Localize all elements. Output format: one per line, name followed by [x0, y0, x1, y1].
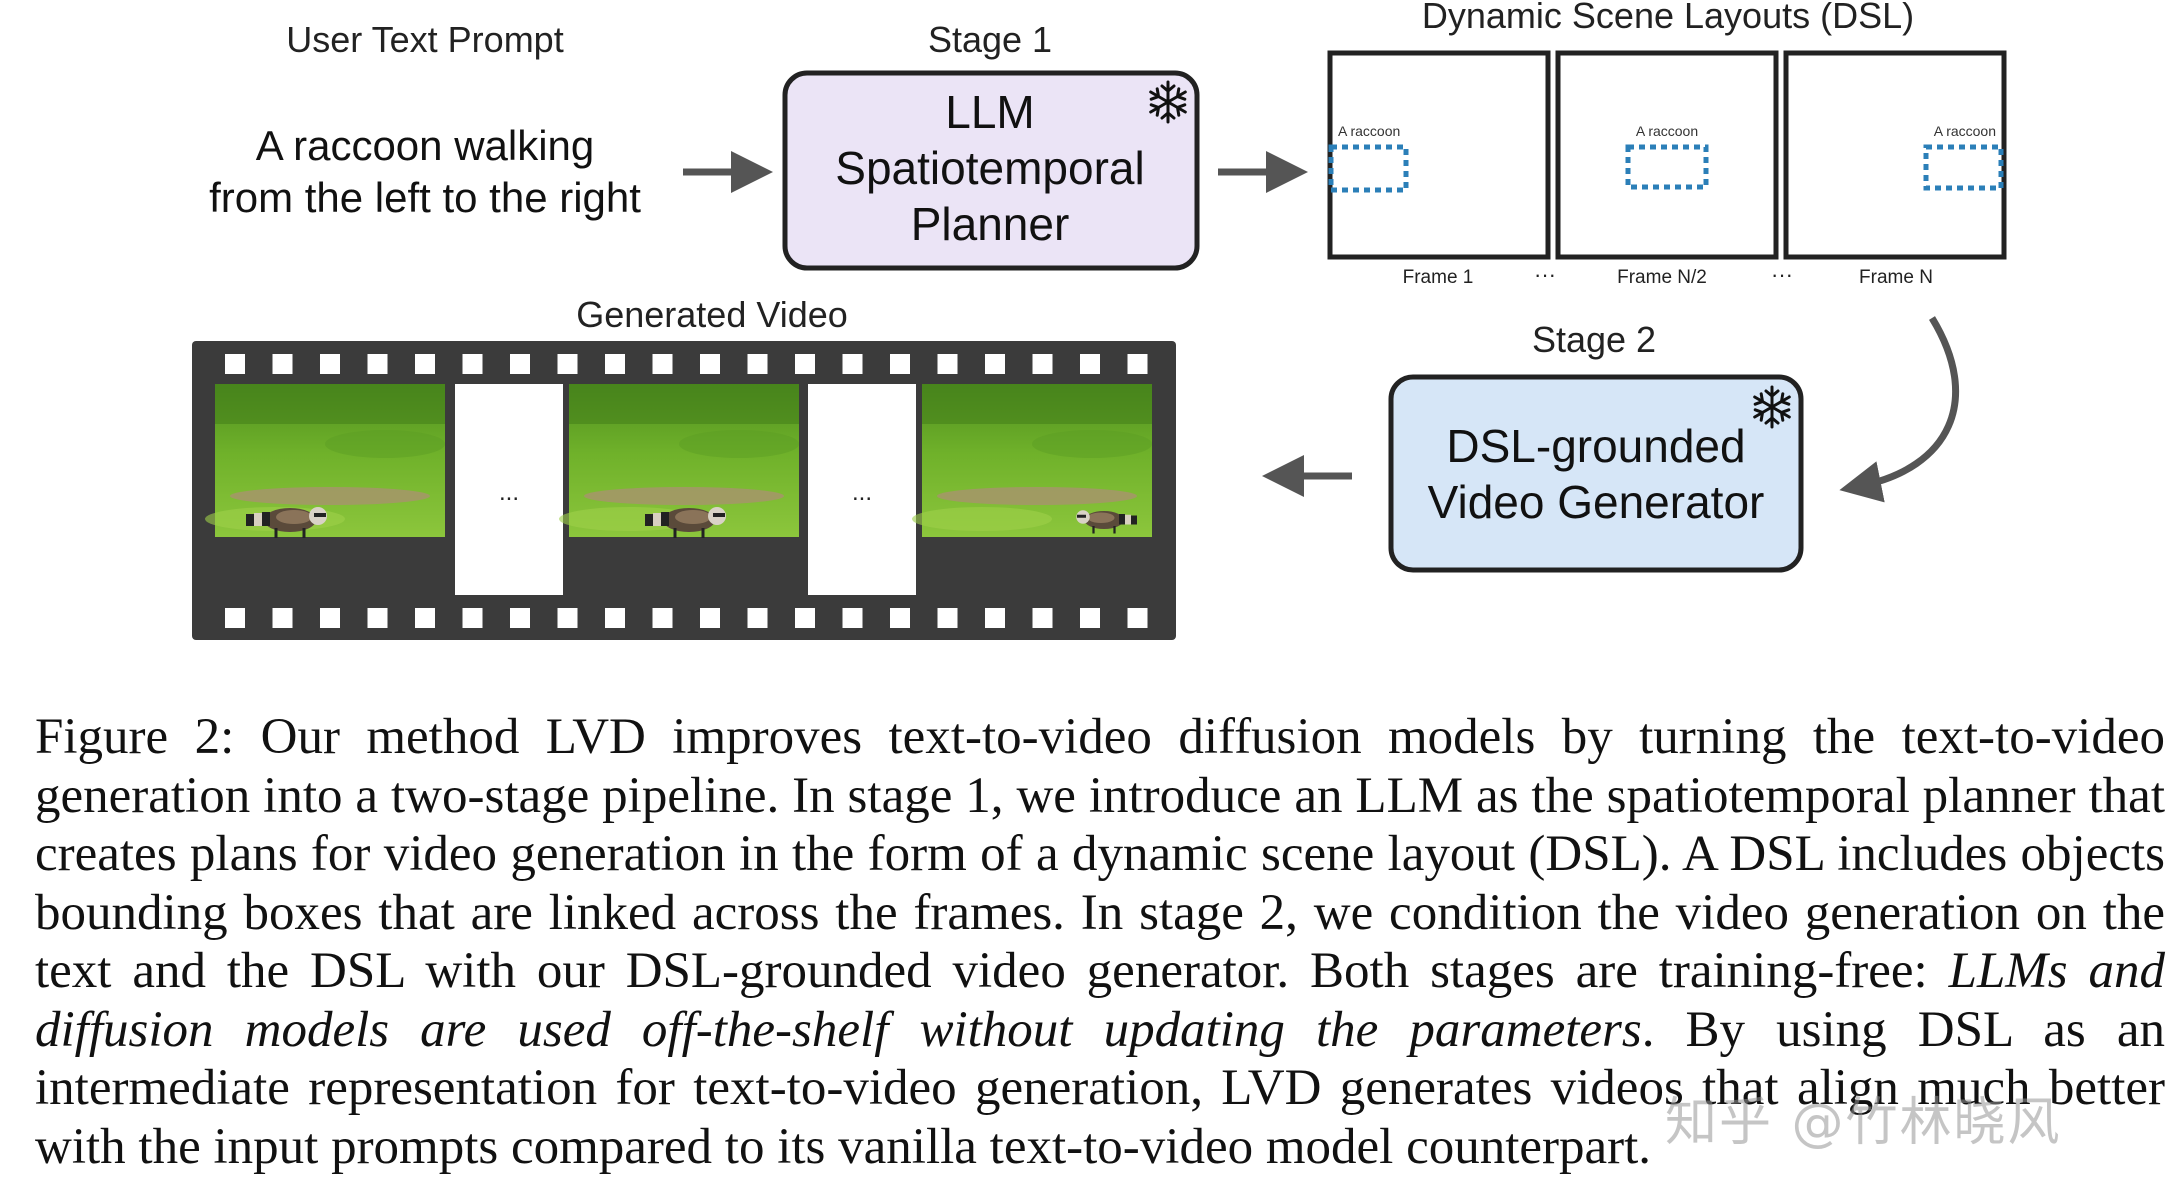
sprocket-hole: [747, 608, 768, 628]
sprocket-hole: [747, 354, 768, 374]
sprocket-hole: [652, 608, 673, 628]
sprocket-hole: [225, 354, 245, 374]
sprocket-hole: [890, 354, 910, 374]
sprocket-hole: [605, 354, 625, 374]
sprocket-hole: [652, 354, 673, 374]
stage2-line1: DSL-grounded: [1446, 420, 1745, 472]
bounding-box: [1923, 144, 2004, 191]
sprocket-hole: [557, 608, 578, 628]
sprocket-hole: [272, 608, 293, 628]
video-ellipsis: ...: [499, 479, 519, 506]
sprocket-hole: [1032, 354, 1053, 374]
sprocket-hole: [795, 608, 815, 628]
caption-text: Figure 2: Our method LVD improves text-t…: [35, 709, 2165, 999]
sprocket-hole: [842, 608, 863, 628]
stage2-label: Stage 2: [1532, 319, 1656, 360]
sprocket-hole: [795, 354, 815, 374]
dsl-ellipsis: ···: [1771, 262, 1793, 287]
sprocket-hole: [510, 354, 530, 374]
frame-label: Frame 1: [1403, 267, 1474, 288]
sprocket-hole: [320, 354, 340, 374]
sprocket-hole: [367, 354, 388, 374]
sprocket-hole: [415, 608, 435, 628]
sprocket-hole: [415, 354, 435, 374]
dsl-frame-1: A raccoon Frame 1: [1327, 50, 1551, 288]
video-title: Generated Video: [576, 294, 848, 335]
stage1-line1: LLM: [945, 86, 1034, 138]
stage1-box: [782, 70, 1200, 271]
user-prompt-line1: A raccoon walking: [256, 122, 595, 169]
sprocket-hole: [272, 354, 293, 374]
sprocket-hole: [1080, 354, 1100, 374]
dsl-ellipsis: ···: [1534, 262, 1556, 287]
sprocket-hole: [557, 354, 578, 374]
sprocket-hole: [320, 608, 340, 628]
sprocket-hole: [1080, 608, 1100, 628]
video-frame-middle: [559, 384, 799, 540]
stage1-label: Stage 1: [928, 19, 1052, 60]
film-sprockets: [225, 608, 1148, 628]
video-frame-end: [912, 384, 1152, 537]
video-gap: [455, 384, 563, 595]
film-strip: ... ...: [192, 341, 1176, 640]
sprocket-hole: [985, 354, 1005, 374]
sprocket-hole: [1032, 608, 1053, 628]
dsl-frame-n-half: A raccoon Frame N/2: [1555, 50, 1779, 288]
sprocket-hole: [510, 608, 530, 628]
pipeline-diagram: User Text Prompt A raccoon walking from …: [192, 0, 2007, 640]
watermark: 知乎 @竹林晓风: [1665, 1093, 2062, 1153]
stage1-line3: Planner: [911, 198, 1070, 250]
sprocket-hole: [1127, 354, 1148, 374]
user-prompt-line2: from the left to the right: [209, 174, 641, 221]
caption-text-end: . By using DSL as an intermediate repres…: [35, 1001, 2165, 1175]
sprocket-hole: [225, 608, 245, 628]
film-sprockets: [225, 354, 1148, 374]
sprocket-hole: [937, 608, 958, 628]
video-ellipsis: ...: [852, 479, 872, 506]
sprocket-hole: [842, 354, 863, 374]
frame-label: Frame N: [1859, 267, 1933, 288]
bounding-box: [1625, 144, 1709, 190]
frame-label: Frame N/2: [1617, 267, 1707, 288]
sprocket-hole: [985, 608, 1005, 628]
sprocket-hole: [700, 354, 720, 374]
stage2-line2: Video Generator: [1428, 476, 1765, 528]
dsl-frame-n: A raccoon Frame N: [1783, 50, 2007, 288]
video-gap: [808, 384, 916, 595]
dsl-box-label: A raccoon: [1636, 123, 1698, 139]
sprocket-hole: [700, 608, 720, 628]
user-prompt-title: User Text Prompt: [286, 19, 563, 60]
bounding-box: [1328, 144, 1409, 193]
dsl-box-label: A raccoon: [1934, 123, 1996, 139]
dsl-title: Dynamic Scene Layouts (DSL): [1422, 0, 1914, 36]
sprocket-hole: [1127, 608, 1148, 628]
dsl-box-label: A raccoon: [1338, 123, 1400, 139]
stage1-line2: Spatiotemporal: [835, 142, 1144, 194]
stage2-box: [1388, 374, 1804, 573]
sprocket-hole: [937, 354, 958, 374]
arrow-dsl-to-stage2: [1839, 316, 1959, 503]
sprocket-hole: [890, 608, 910, 628]
sprocket-hole: [367, 608, 388, 628]
sprocket-hole: [605, 608, 625, 628]
caption-italic: LLMs and diffusion models are used off-t…: [35, 943, 2165, 1058]
video-frame-start: [205, 384, 445, 540]
figure-caption: Figure 2: Our method LVD improves text-t…: [35, 708, 2165, 1176]
sprocket-hole: [462, 608, 483, 628]
sprocket-hole: [462, 354, 483, 374]
